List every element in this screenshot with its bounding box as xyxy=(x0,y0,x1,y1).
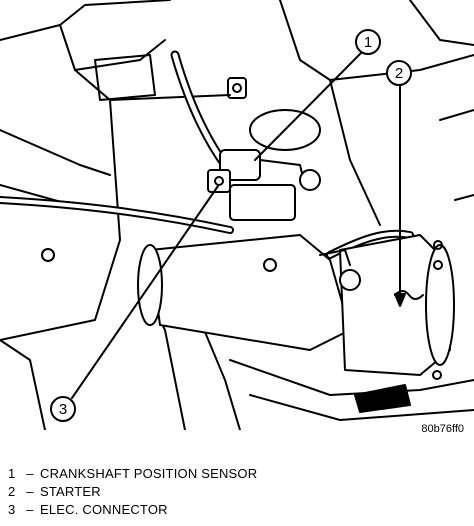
engine-bore xyxy=(249,109,321,151)
electrical-connector xyxy=(207,169,231,193)
legend-item: 3–ELEC. CONNECTOR xyxy=(8,501,257,519)
legend-separator: – xyxy=(26,502,34,517)
legend-label: CRANKSHAFT POSITION SENSOR xyxy=(40,466,258,481)
legend-number: 3 xyxy=(8,502,16,517)
legend-item: 1–CRANKSHAFT POSITION SENSOR xyxy=(8,465,257,483)
legend-separator: – xyxy=(26,466,34,481)
crankshaft-position-sensor xyxy=(219,149,321,221)
legend: 1–CRANKSHAFT POSITION SENSOR 2–STARTER 3… xyxy=(8,465,257,519)
figure-id: 80b76ff0 xyxy=(421,423,464,435)
cooling-grille xyxy=(354,384,411,413)
legend-item: 2–STARTER xyxy=(8,483,257,501)
legend-separator: – xyxy=(26,484,34,499)
mounting-bracket xyxy=(94,54,247,101)
svg-text:3: 3 xyxy=(59,401,67,418)
starter-motor xyxy=(41,234,455,380)
legend-label: STARTER xyxy=(40,484,101,499)
engine-starter-illustration: 1 2 3 xyxy=(0,0,474,430)
svg-text:2: 2 xyxy=(395,65,403,82)
callout-2: 2 xyxy=(386,60,412,86)
callout-leaders xyxy=(71,51,406,399)
legend-number: 1 xyxy=(8,466,16,481)
legend-number: 2 xyxy=(8,484,16,499)
svg-text:1: 1 xyxy=(364,34,372,51)
callout-3: 3 xyxy=(50,396,76,422)
callout-1: 1 xyxy=(355,29,381,55)
legend-label: ELEC. CONNECTOR xyxy=(40,502,168,517)
